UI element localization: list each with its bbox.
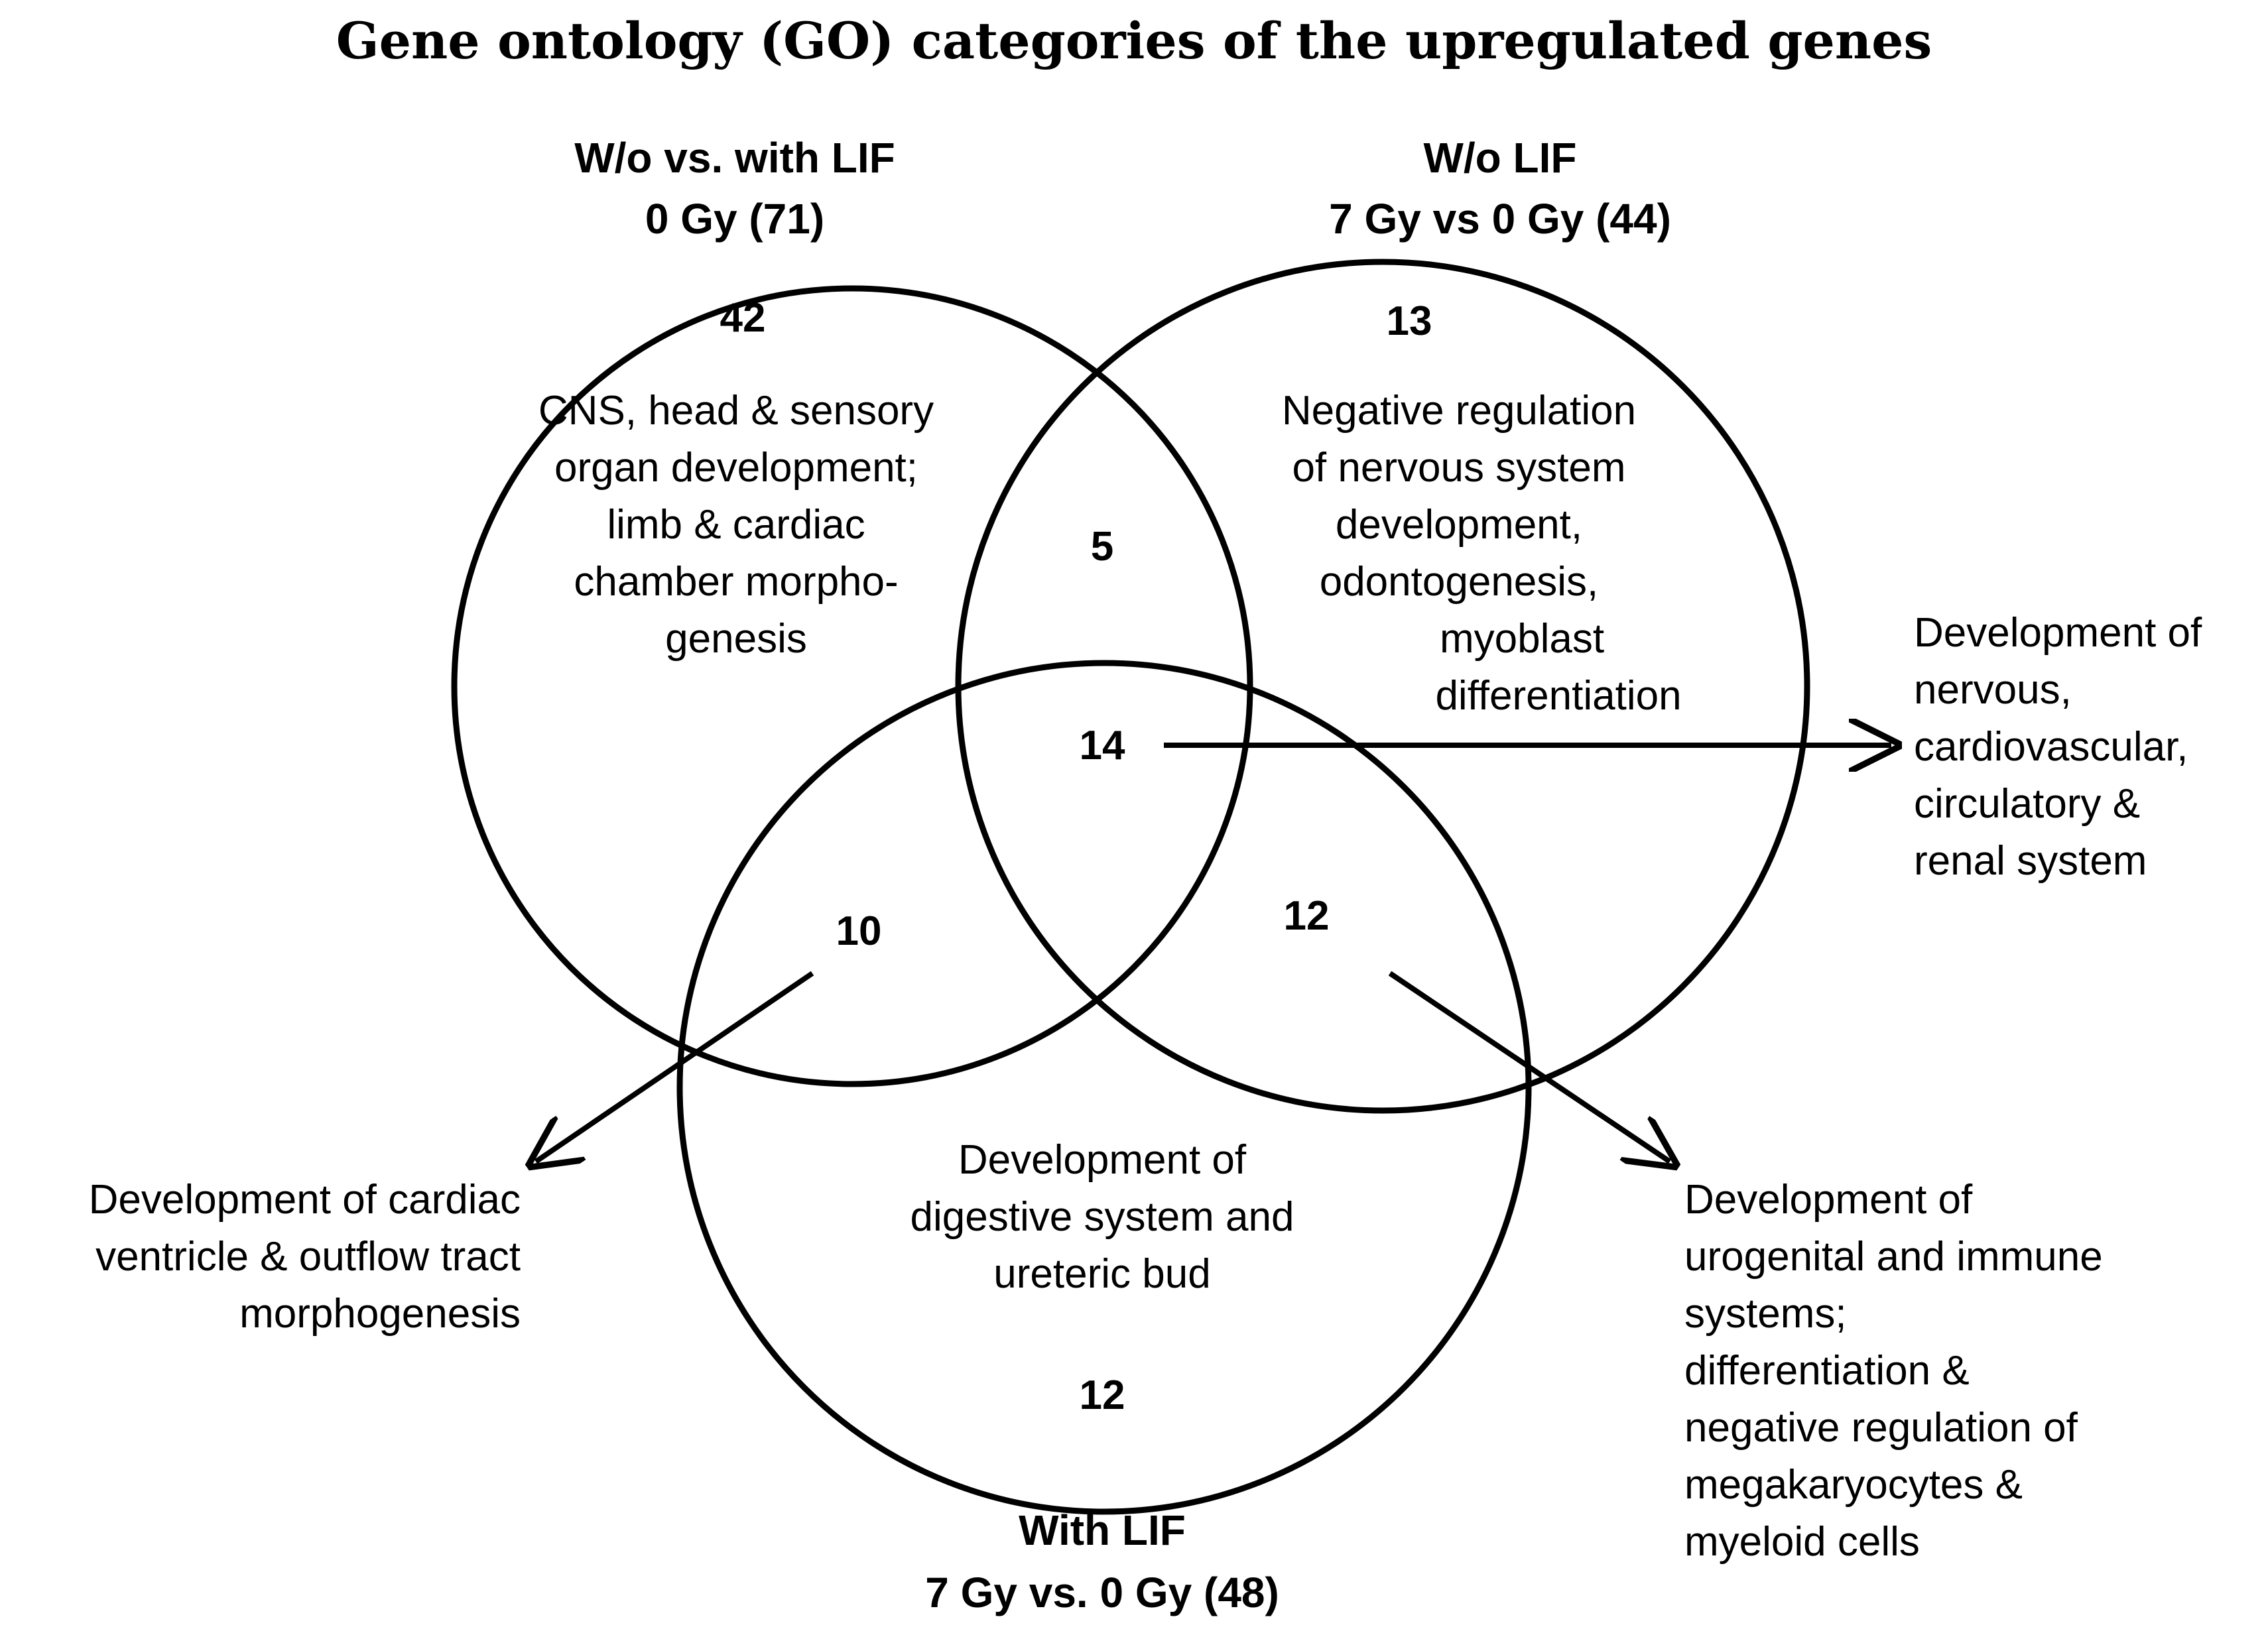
desc-left-bottom: Development of cardiac ventricle & outfl… <box>89 1177 521 1337</box>
desc-right-bottom: Development of urogenital and immune sys… <box>1684 1177 2103 1565</box>
desc-right-only-line: odontogenesis, <box>1320 559 1599 605</box>
arrow-right-bottom <box>1388 971 1670 1162</box>
desc-left-only-line: organ development; <box>554 445 918 491</box>
desc-right-only: Negative regulation of nervous system de… <box>1282 388 1682 719</box>
desc-right-bottom-line: negative regulation of <box>1684 1405 2078 1451</box>
desc-right-only-line: of nervous system <box>1292 445 1625 491</box>
count-left-right: 5 <box>1091 524 1113 570</box>
count-left-only: 42 <box>720 295 766 341</box>
desc-bottom-only-line: ureteric bud <box>993 1251 1210 1297</box>
set-label-bottom-line2: 7 Gy vs. 0 Gy (48) <box>925 1569 1279 1616</box>
desc-bottom-only-line: Development of <box>958 1137 1247 1183</box>
desc-right-bottom-line: megakaryocytes & <box>1684 1462 2023 1508</box>
set-label-right-line2: 7 Gy vs 0 Gy (44) <box>1329 195 1671 243</box>
count-all-three: 14 <box>1080 723 1125 768</box>
desc-all-three-line: Development of <box>1914 610 2202 656</box>
desc-left-only-line: chamber morpho- <box>574 559 898 605</box>
desc-right-bottom-line: myeloid cells <box>1684 1519 1920 1565</box>
desc-all-three-line: circulatory & <box>1914 781 2140 827</box>
desc-right-bottom-line: differentiation & <box>1684 1348 1970 1394</box>
count-right-bottom: 12 <box>1284 893 1330 939</box>
desc-right-only-line: Negative regulation <box>1282 388 1636 434</box>
desc-right-only-line: differentiation <box>1435 673 1681 719</box>
desc-left-bottom-line: morphogenesis <box>239 1291 521 1337</box>
desc-all-three: Development of nervous, cardiovascular, … <box>1914 610 2202 884</box>
desc-right-only-line: development, <box>1336 502 1582 548</box>
desc-all-three-line: nervous, <box>1914 667 2072 713</box>
desc-left-only-line: genesis <box>665 616 807 662</box>
count-left-bottom: 10 <box>836 908 882 954</box>
desc-right-bottom-line: urogenital and immune <box>1684 1234 2103 1280</box>
set-label-left-line2: 0 Gy (71) <box>645 195 824 243</box>
desc-bottom-only-line: digestive system and <box>911 1194 1294 1240</box>
count-bottom-only: 12 <box>1080 1372 1125 1418</box>
circle-bottom <box>676 660 1532 1515</box>
set-label-right-line1: W/o LIF <box>1423 134 1576 182</box>
set-label-left-line1: W/o vs. with LIF <box>574 134 895 182</box>
desc-bottom-only: Development of digestive system and uret… <box>911 1137 1294 1297</box>
desc-left-only-line: CNS, head & sensory <box>538 388 934 434</box>
count-right-only: 13 <box>1387 298 1432 344</box>
desc-left-only-line: limb & cardiac <box>607 502 865 548</box>
desc-right-only-line: myoblast <box>1440 616 1604 662</box>
arrow-left-bottom <box>536 971 814 1162</box>
desc-right-bottom-line: systems; <box>1684 1291 1847 1337</box>
desc-right-bottom-line: Development of <box>1684 1177 1973 1223</box>
desc-all-three-line: cardiovascular, <box>1914 724 2188 770</box>
desc-left-only: CNS, head & sensory organ development; l… <box>538 388 934 662</box>
desc-left-bottom-line: Development of cardiac <box>89 1177 521 1223</box>
desc-all-three-line: renal system <box>1914 838 2147 884</box>
diagram-title: Gene ontology (GO) categories of the upr… <box>336 11 1932 70</box>
desc-left-bottom-line: ventricle & outflow tract <box>95 1234 521 1280</box>
